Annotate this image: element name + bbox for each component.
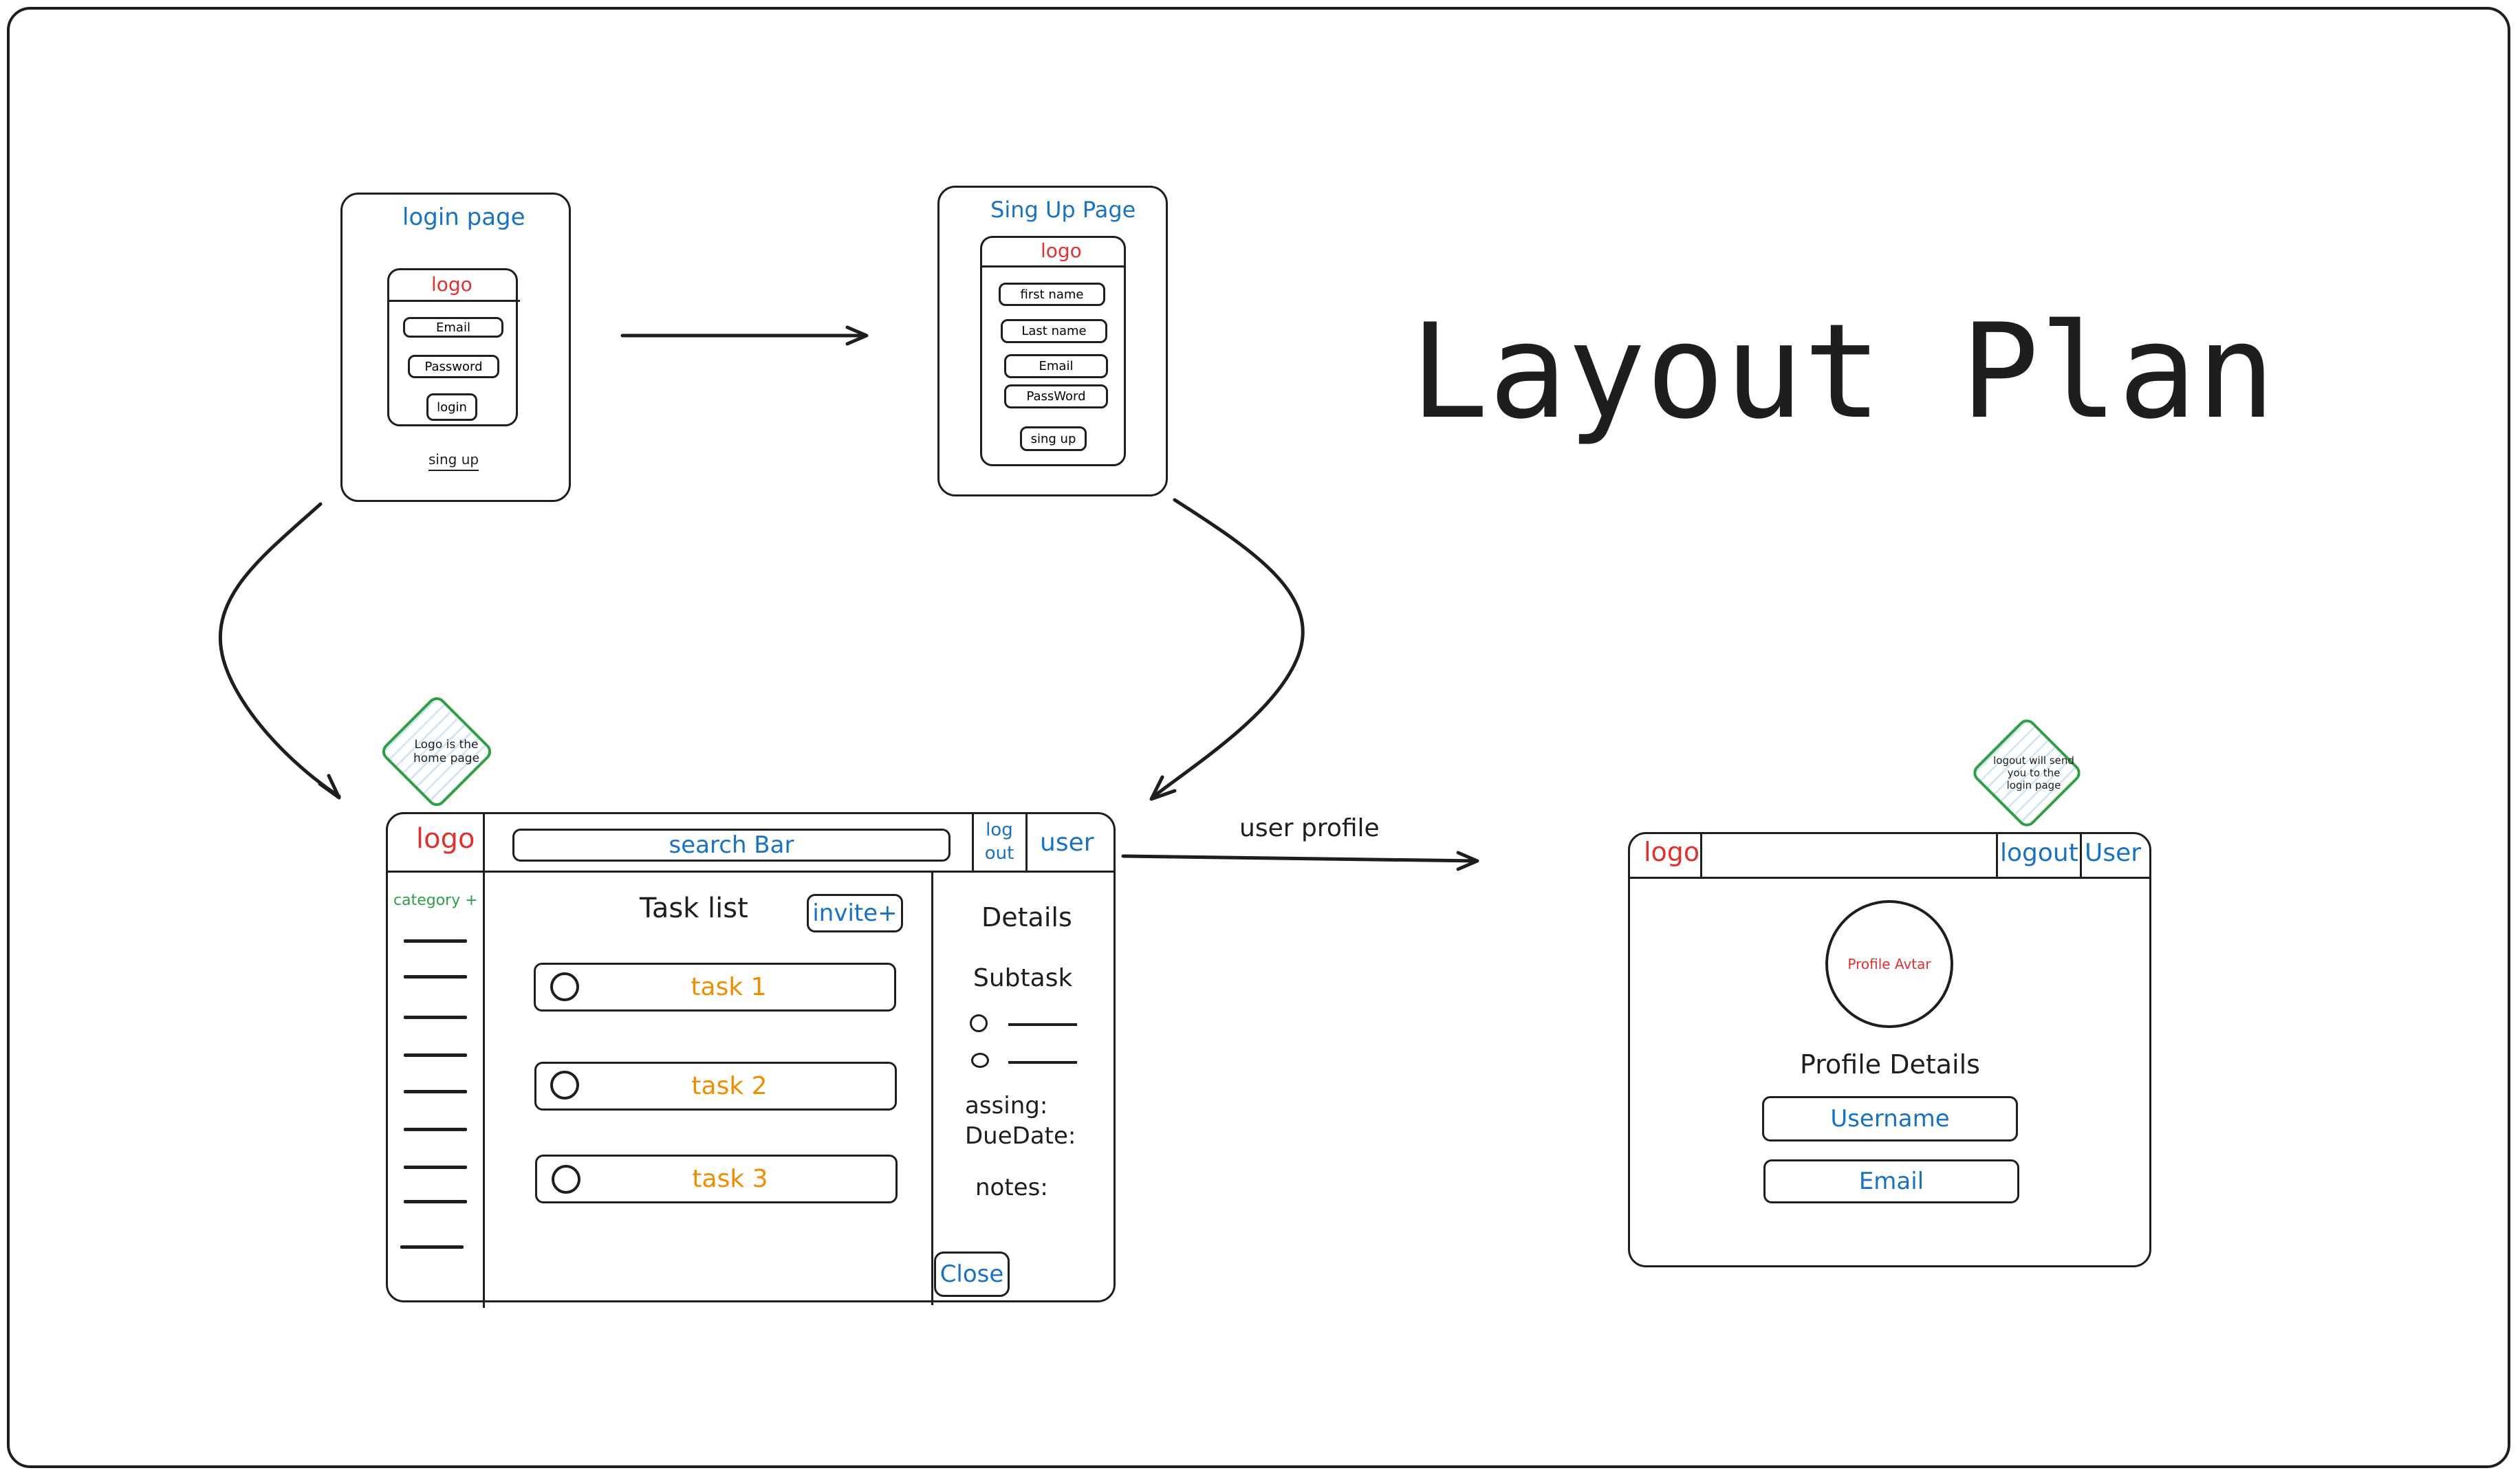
login-page-heading: login page bbox=[402, 204, 525, 231]
task-checkbox[interactable] bbox=[550, 1071, 579, 1100]
task-title: task 2 bbox=[691, 1072, 768, 1100]
category-item[interactable] bbox=[400, 1245, 464, 1249]
signup-email-field[interactable]: Email bbox=[1004, 354, 1108, 378]
close-button[interactable]: Close bbox=[934, 1252, 1010, 1297]
profile-note: logout will send you to the login page bbox=[1969, 715, 2085, 831]
profile-avatar-label: Profile Avtar bbox=[1847, 956, 1931, 972]
login-password-field[interactable]: Password bbox=[408, 355, 499, 378]
arrowhead-login-to-home bbox=[318, 774, 341, 800]
home-logout-divider-left bbox=[972, 814, 974, 872]
profile-email-field[interactable]: Email bbox=[1763, 1159, 2019, 1203]
signup-button[interactable]: sing up bbox=[1020, 426, 1087, 451]
assign-label: assing: bbox=[965, 1092, 1048, 1119]
profile-logout-button[interactable]: logout bbox=[2000, 839, 2078, 867]
category-item[interactable] bbox=[404, 1200, 467, 1203]
subtask-title: Subtask bbox=[973, 964, 1073, 992]
category-item[interactable] bbox=[404, 1090, 467, 1093]
subtask-line bbox=[1008, 1023, 1077, 1026]
profile-avatar[interactable]: Profile Avtar bbox=[1825, 900, 1953, 1028]
home-logout-button[interactable]: log out bbox=[975, 818, 1023, 865]
signup-card-divider bbox=[980, 265, 1126, 267]
login-email-field[interactable]: Email bbox=[403, 317, 503, 338]
task-title: task 3 bbox=[692, 1165, 768, 1193]
signup-first-name-field[interactable]: first name bbox=[999, 283, 1105, 306]
home-logout-divider-right bbox=[1025, 814, 1028, 872]
details-title: Details bbox=[981, 902, 1072, 932]
category-item[interactable] bbox=[404, 1128, 467, 1131]
task-row[interactable]: task 3 bbox=[535, 1155, 898, 1203]
subtask-checkbox[interactable] bbox=[970, 1014, 988, 1032]
profile-user-link[interactable]: User bbox=[2085, 839, 2142, 867]
task-row[interactable]: task 2 bbox=[534, 1062, 897, 1111]
signup-link[interactable]: sing up bbox=[428, 451, 479, 468]
home-page-frame bbox=[386, 812, 1116, 1302]
profile-user-divider bbox=[2080, 833, 2082, 878]
task-list-title: Task list bbox=[640, 893, 748, 924]
home-details-divider bbox=[931, 871, 933, 1305]
signup-password-field[interactable]: PassWord bbox=[1004, 384, 1108, 408]
task-title: task 1 bbox=[691, 973, 767, 1001]
profile-note-text: logout will send you to the login page bbox=[1993, 754, 2074, 791]
category-item[interactable] bbox=[404, 939, 467, 943]
arrowhead-login-to-signup bbox=[845, 325, 869, 346]
task-checkbox[interactable] bbox=[550, 972, 579, 1001]
home-sidebar-divider bbox=[483, 814, 485, 1308]
home-logo[interactable]: logo bbox=[416, 823, 475, 855]
category-item[interactable] bbox=[404, 1016, 467, 1019]
arrow-home-to-profile bbox=[1121, 854, 1479, 863]
profile-logo[interactable]: logo bbox=[1644, 837, 1700, 867]
home-note-text: Logo is the home page bbox=[413, 738, 480, 765]
signup-logo[interactable]: logo bbox=[1041, 239, 1082, 262]
invite-button[interactable]: invite+ bbox=[807, 894, 903, 932]
profile-logo-divider bbox=[1700, 833, 1702, 878]
due-date-label: DueDate: bbox=[965, 1122, 1076, 1150]
signup-last-name-field[interactable]: Last name bbox=[1001, 319, 1107, 343]
subtask-line bbox=[1008, 1061, 1077, 1064]
arrow-login-to-home bbox=[218, 502, 341, 798]
category-item[interactable] bbox=[404, 975, 467, 979]
profile-username-field[interactable]: Username bbox=[1762, 1096, 2018, 1141]
arrowhead-signup-to-home bbox=[1149, 775, 1177, 801]
home-user-link[interactable]: user bbox=[1040, 829, 1094, 857]
category-item[interactable] bbox=[404, 1053, 467, 1057]
login-card-divider bbox=[387, 300, 520, 302]
outer-frame bbox=[7, 7, 2510, 1468]
page-title: Layout Plan bbox=[1410, 296, 2276, 448]
search-bar[interactable]: search Bar bbox=[512, 829, 951, 862]
profile-details-title: Profile Details bbox=[1800, 1049, 1980, 1080]
arrowhead-home-to-profile bbox=[1456, 851, 1479, 871]
profile-logout-divider bbox=[1996, 833, 1998, 878]
profile-header-divider bbox=[1628, 877, 2151, 879]
task-row[interactable]: task 1 bbox=[534, 963, 896, 1012]
category-add[interactable]: category + bbox=[393, 892, 478, 909]
subtask-checkbox[interactable] bbox=[971, 1053, 989, 1068]
login-logo[interactable]: logo bbox=[431, 273, 472, 296]
user-profile-link-label: user profile bbox=[1239, 814, 1380, 842]
notes-label: notes: bbox=[975, 1174, 1048, 1201]
task-checkbox[interactable] bbox=[552, 1165, 580, 1194]
category-item[interactable] bbox=[404, 1166, 467, 1169]
login-button[interactable]: login bbox=[426, 393, 477, 421]
home-logout-label: log out bbox=[984, 820, 1014, 864]
arrow-signup-to-home bbox=[1150, 498, 1305, 800]
signup-page-heading: Sing Up Page bbox=[990, 197, 1136, 223]
home-note: Logo is the home page bbox=[378, 693, 495, 810]
home-header-divider bbox=[386, 871, 1116, 873]
